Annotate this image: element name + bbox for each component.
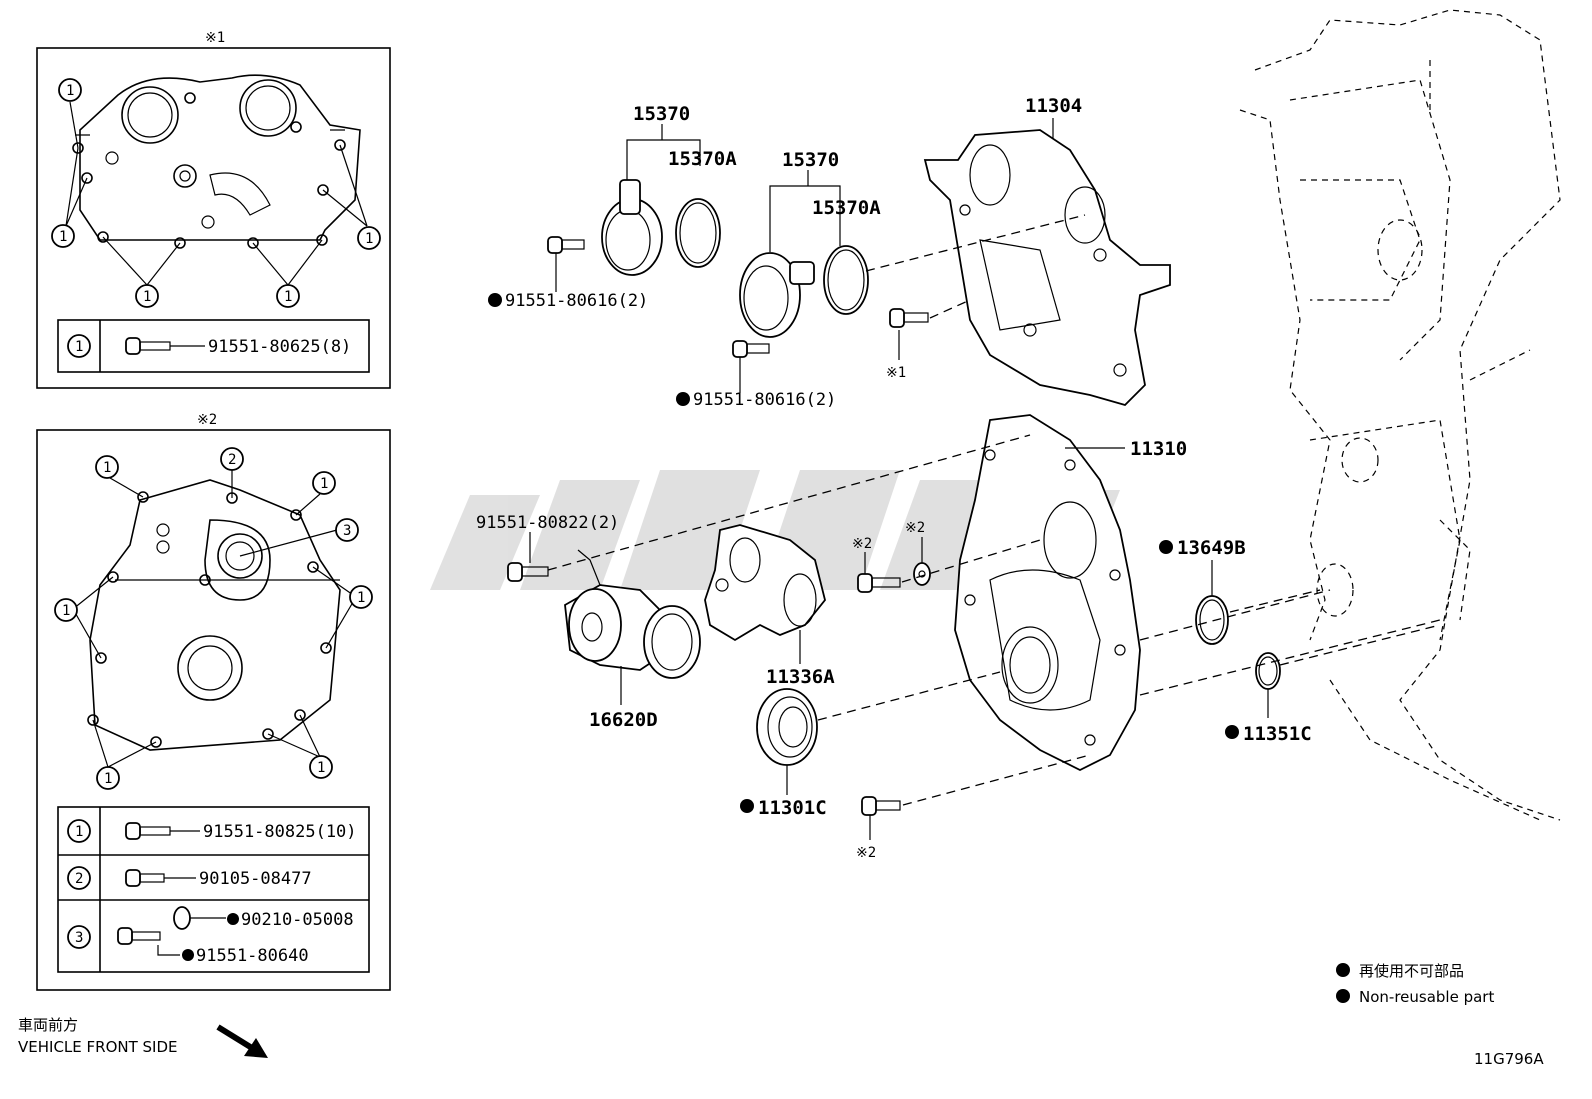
bolt-icon	[125, 337, 205, 355]
bolt-91551-80822	[507, 532, 549, 582]
orientation-jp: 車両前方	[18, 1016, 78, 1034]
non-reusable-dot	[488, 293, 502, 307]
non-reusable-dot	[1336, 963, 1350, 977]
svg-text:1: 1	[62, 603, 70, 619]
non-reusable-dot	[182, 949, 194, 961]
upper-cover-11304	[923, 129, 1171, 407]
svg-text:1: 1	[317, 760, 325, 776]
inset-1-frame	[36, 47, 391, 389]
non-reusable-dot	[227, 913, 239, 925]
inset-1-callouts: 1 1 1 1 1	[51, 78, 381, 308]
label-11310: 11310	[1130, 438, 1187, 460]
svg-text:1: 1	[75, 339, 83, 355]
oil-seal-11301C	[756, 688, 818, 766]
inset-2-cover-sketch	[87, 479, 341, 751]
non-reusable-dot	[676, 392, 690, 406]
inset-2-title: ※2	[197, 412, 217, 428]
bolt-15370-2	[732, 340, 770, 393]
label-mark2-washer: ※2	[905, 520, 925, 536]
bolt-icon	[125, 822, 200, 840]
timing-cover-11310	[954, 414, 1141, 772]
svg-text:1: 1	[357, 590, 365, 606]
non-reusable-dot	[1225, 725, 1239, 739]
inset-2: ※2	[36, 412, 391, 991]
inset-1-title: ※1	[205, 30, 225, 46]
svg-text:1: 1	[66, 83, 74, 99]
inset-2-leaders	[72, 470, 357, 768]
label-15370-1: 15370	[633, 103, 690, 125]
svg-text:1: 1	[365, 231, 373, 247]
svg-text:1: 1	[320, 476, 328, 492]
orientation-en: VEHICLE FRONT SIDE	[18, 1038, 178, 1056]
label-91551-80822: 91551-80822(2)	[476, 513, 619, 533]
label-15370-2: 15370	[782, 149, 839, 171]
tensioner-16620D	[564, 549, 701, 679]
label-15370A-1: 15370A	[668, 148, 737, 170]
orientation-indicator: 車両前方 VEHICLE FRONT SIDE	[18, 1016, 268, 1058]
bolt-mark2-bottom	[861, 796, 901, 840]
svg-text:1: 1	[75, 824, 83, 840]
label-91551-80616-1: 91551-80616(2)	[505, 291, 648, 311]
label-15370A-2: 15370A	[812, 197, 881, 219]
non-reusable-dot	[1159, 540, 1173, 554]
svg-text:1: 1	[284, 289, 292, 305]
inset-2-part-number-3b: 91551-80640	[196, 946, 309, 966]
bolt-icon	[117, 927, 180, 956]
label-mark2-bolt: ※2	[852, 536, 872, 552]
washer-icon	[173, 906, 226, 930]
label-11336A: 11336A	[766, 666, 835, 688]
inset-1: ※1	[36, 30, 391, 389]
svg-text:1: 1	[103, 460, 111, 476]
o-ring-11351C	[1255, 652, 1281, 718]
label-11304: 11304	[1025, 95, 1082, 117]
inset-1-legend-table: 1 91551-80625(8)	[57, 319, 370, 373]
label-16620D: 16620D	[589, 709, 658, 731]
arrow-down-right-icon	[216, 1024, 268, 1058]
bracket-11336A	[704, 524, 826, 642]
bolt-11304	[889, 308, 929, 328]
inset-1-part-number: 91551-80625(8)	[208, 337, 351, 357]
engine-block-outline	[1239, 9, 1561, 821]
washer-mark2	[913, 537, 931, 586]
bolt-icon	[125, 869, 196, 887]
bolt-15370-1	[547, 236, 585, 292]
label-11351C: 11351C	[1243, 723, 1312, 745]
label-mark1: ※1	[886, 365, 906, 381]
diagram-code: 11G796A	[1474, 1050, 1544, 1068]
legend-jp: 再使用不可部品	[1359, 962, 1464, 980]
label-13649B: 13649B	[1177, 537, 1246, 559]
svg-text:3: 3	[343, 523, 351, 539]
inset-2-part-number-1: 91551-80825(10)	[203, 822, 357, 842]
legend-en: Non-reusable part	[1359, 988, 1494, 1006]
label-91551-80616-2: 91551-80616(2)	[693, 390, 836, 410]
inset-1-legend-callout	[67, 334, 91, 358]
inset-2-frame	[36, 429, 391, 991]
o-ring-13649B	[1195, 560, 1229, 645]
non-reusable-legend: 再使用不可部品 Non-reusable part	[1336, 962, 1494, 1006]
svg-text:3: 3	[75, 930, 83, 946]
svg-text:2: 2	[75, 871, 83, 887]
vvt-solenoid-1	[601, 179, 721, 276]
inset-1-leaders	[65, 101, 368, 286]
vvt-solenoid-2	[739, 245, 869, 338]
svg-text:1: 1	[104, 771, 112, 787]
bolt-mark2-middle	[857, 552, 901, 593]
svg-text:1: 1	[143, 289, 151, 305]
inset-2-part-number-2: 90105-08477	[199, 869, 312, 889]
inset-2-legend-table: 1 91551-80825(10) 2 90105-08477 3	[57, 806, 370, 973]
non-reusable-dot	[1336, 989, 1350, 1003]
assembly-lines	[547, 214, 1441, 806]
part-labels: 15370 15370A 15370 15370A 11304 91551-80…	[476, 95, 1312, 861]
svg-text:2: 2	[228, 452, 236, 468]
inset-1-cover-sketch	[72, 74, 361, 249]
non-reusable-dot	[740, 799, 754, 813]
svg-text:1: 1	[59, 229, 67, 245]
inset-2-callouts: 1 2 1 3 1 1 1 1	[54, 447, 373, 790]
inset-2-part-number-3a: 90210-05008	[241, 910, 354, 930]
label-mark2-bottom: ※2	[856, 845, 876, 861]
label-11301C: 11301C	[758, 797, 827, 819]
